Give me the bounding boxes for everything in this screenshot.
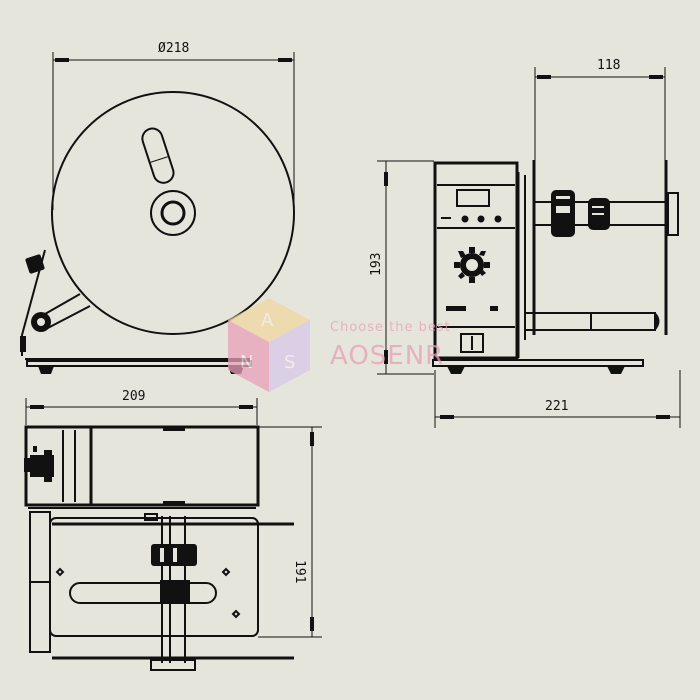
width-209-label: 209: [122, 389, 145, 404]
width-221-dimension: 221: [434, 370, 681, 428]
logo-face-left: [228, 320, 269, 392]
logo-letter-n: N: [240, 352, 253, 373]
adjust-slot: [69, 582, 217, 604]
reel-slot: [141, 127, 175, 184]
front-view: Ø218: [20, 41, 295, 374]
top-shaft: [144, 513, 197, 671]
depth-191-dimension: 191: [258, 426, 322, 638]
height-193-label: 193: [369, 253, 384, 276]
button-2: [477, 215, 485, 223]
reel-hub-inner: [160, 200, 186, 226]
width-118-label: 118: [597, 58, 620, 73]
width-221-label: 221: [545, 399, 568, 414]
brand-logo-cube: A N S: [228, 298, 310, 392]
gear-logo-icon: [454, 247, 490, 283]
watermark: A N S Choose the best AOSENR: [228, 298, 451, 392]
width-209-dimension: 209: [25, 389, 258, 425]
logo-letter-a: A: [261, 310, 274, 331]
button-1: [461, 215, 469, 223]
tension-knob: [25, 254, 45, 274]
height-193-dimension: 193: [369, 160, 434, 375]
side-view: 118 193 221: [369, 58, 681, 428]
diameter-label: Ø218: [158, 41, 189, 56]
watermark-brand: AOSENR: [330, 341, 444, 371]
guide-roller: [31, 312, 51, 332]
reel-disk: [51, 91, 295, 335]
depth-191-label: 191: [292, 560, 307, 583]
display-screen: [456, 189, 490, 207]
diameter-dimension: Ø218: [52, 41, 295, 210]
button-3: [494, 215, 502, 223]
top-view: 209 191: [24, 389, 322, 671]
power-switch: [460, 333, 484, 353]
reel-shaft: [534, 190, 679, 237]
logo-letter-s: S: [284, 352, 295, 373]
watermark-tagline: Choose the best: [330, 320, 451, 335]
logo-face-right: [269, 320, 310, 392]
reel-hub-outer: [150, 190, 196, 236]
